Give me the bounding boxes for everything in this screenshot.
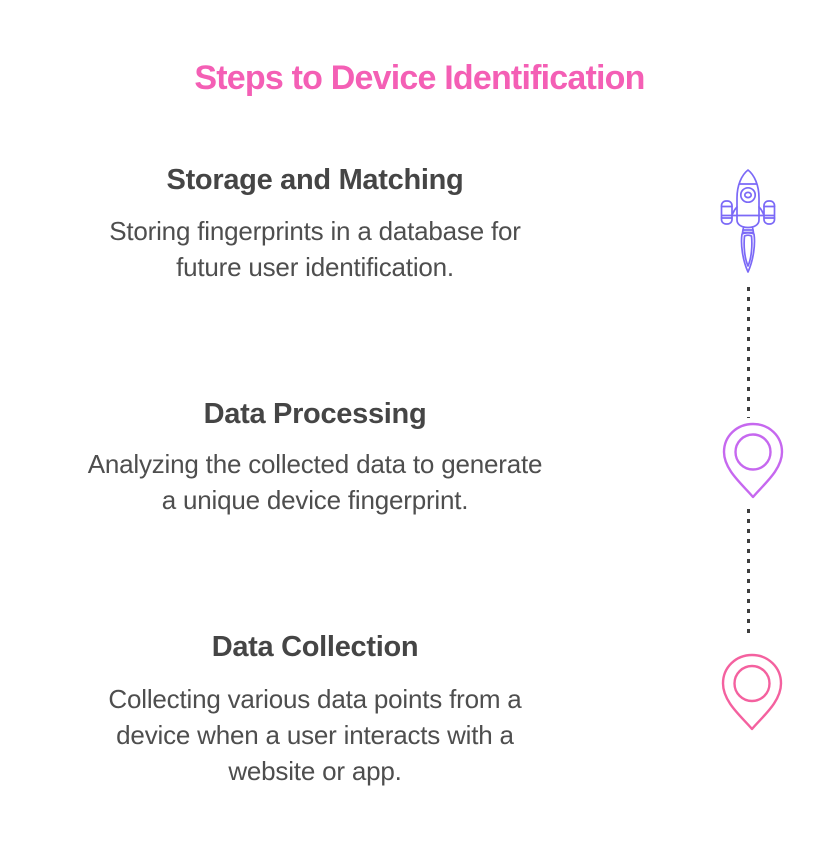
step-heading: Data Collection [211,631,419,663]
step-description: Analyzing the collected data to generate… [87,449,543,515]
dotted-connector [747,287,750,418]
step-heading: Data Processing [203,398,427,430]
location-pin-icon [721,653,783,731]
page-title: Steps to Device Identification [194,59,645,97]
step-description: Collecting various data points from a de… [108,684,522,786]
step-heading: Storage and Matching [166,164,464,196]
rocket-icon [720,169,776,273]
location-pin-icon [722,422,784,499]
step-description: Storing fingerprints in a database for f… [109,216,521,282]
dotted-connector [747,509,750,637]
